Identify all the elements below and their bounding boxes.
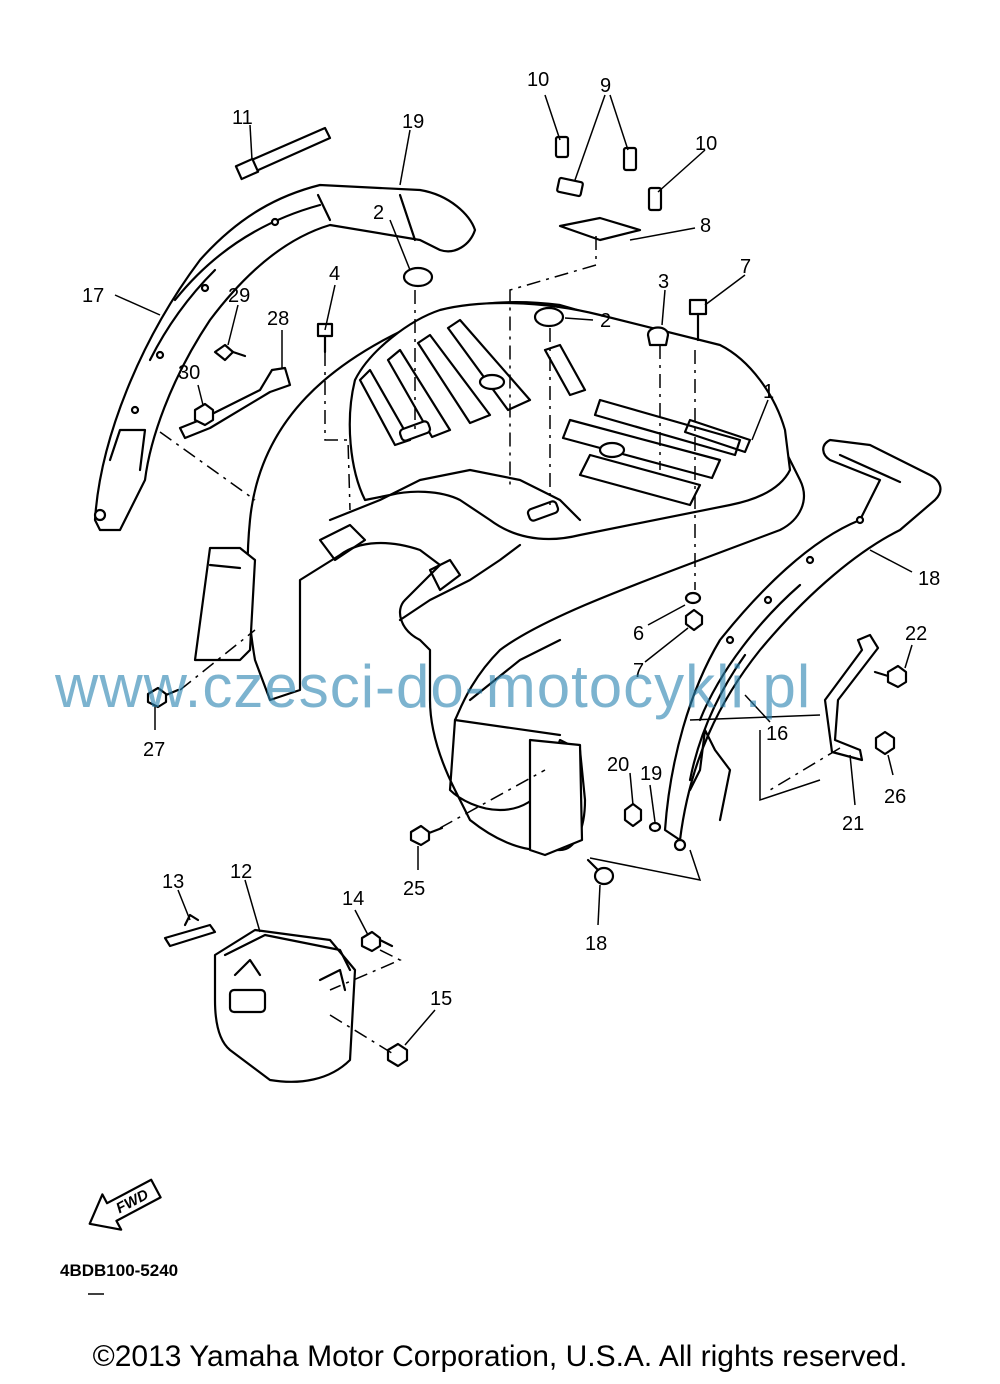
assembly-lines: [159, 236, 841, 1056]
callout-8: 8: [700, 215, 711, 237]
callout-10b: 10: [695, 133, 717, 155]
callout-18: 18: [918, 568, 940, 590]
callout-12: 12: [230, 861, 252, 883]
right-fender-flare-parts-16-18: [663, 438, 942, 852]
callout-28: 29: [228, 285, 250, 307]
callout-3: 3: [658, 271, 669, 293]
callout-30: 30: [178, 362, 200, 384]
callout-20: 18: [585, 933, 607, 955]
copyright-footer: ©2013 Yamaha Motor Corporation, U.S.A. A…: [92, 1340, 908, 1373]
diagram-part-code: 4BDB100-5240: [60, 1261, 178, 1280]
callout-4: 4: [329, 263, 340, 285]
left-fender-flare-parts-17-19: [93, 183, 477, 532]
callout-5: 7: [740, 256, 751, 278]
callout-19: 19: [402, 111, 424, 133]
callout-9: 9: [600, 75, 611, 97]
callout-2a: 2: [373, 202, 384, 224]
callout-numbers: 11 19 17 2 4 29 28 30 10 9 10 8 7 3 2 1 …: [82, 69, 940, 1010]
callout-16: 16: [766, 723, 788, 745]
callout-25: 25: [403, 878, 425, 900]
callout-22: 20: [607, 754, 629, 776]
callout-14: 14: [342, 888, 364, 910]
callout-17: 17: [82, 285, 104, 307]
callout-15: 15: [430, 988, 452, 1010]
callout-23: 21: [842, 813, 864, 835]
callout-7: 7: [633, 660, 644, 682]
rear-fender-part-1: [193, 301, 805, 857]
hardware-parts: [146, 126, 908, 1068]
callout-21: 19: [640, 763, 662, 785]
fwd-arrow-icon: FWD: [88, 1178, 162, 1231]
callout-2b: 2: [600, 310, 611, 332]
leader-lines: [114, 94, 913, 1046]
callout-11: 11: [232, 107, 253, 129]
callout-27: 28: [267, 308, 289, 330]
watermark-text: www.czesci-do-motocykli.pl: [55, 653, 812, 720]
callout-26: 26: [884, 786, 906, 808]
callout-24: 22: [905, 623, 927, 645]
callout-13: 13: [162, 871, 184, 893]
callout-1: 1: [763, 381, 774, 403]
callout-29: 27: [143, 739, 165, 761]
toolbox-part-12: [213, 928, 357, 1083]
callout-6: 6: [633, 623, 644, 645]
callout-10a: 10: [527, 69, 549, 91]
